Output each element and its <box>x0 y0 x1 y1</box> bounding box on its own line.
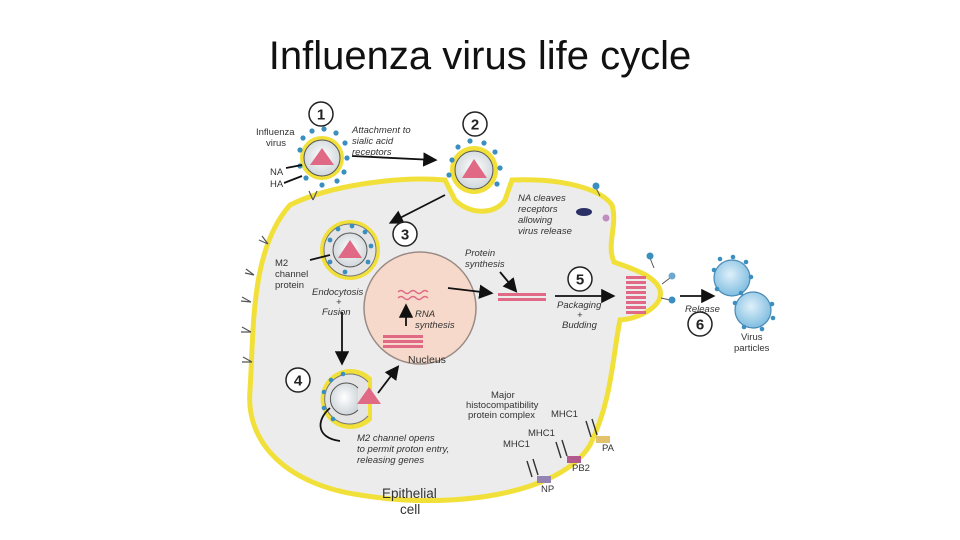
mhc1-label-a: MHC1 <box>551 409 578 420</box>
attachment-label-1: Attachment to <box>351 125 411 136</box>
mhc-title-label-3: protein complex <box>468 410 535 421</box>
step-badge-5 <box>567 266 593 292</box>
packaging-label-2: + <box>577 310 583 321</box>
step-number-3: 3 <box>401 227 409 244</box>
mhc-peptides <box>537 436 610 483</box>
na-label: NA <box>270 167 284 178</box>
uncoating-virus-4 <box>320 369 381 430</box>
influenza-virus-1 <box>297 126 350 188</box>
pb2-label: PB2 <box>572 463 590 474</box>
mhc1-label-c: MHC1 <box>503 439 530 450</box>
endocytosis-label-1: Endocytosis <box>312 287 363 298</box>
na-cleaves-label-1: NA cleaves <box>518 193 566 204</box>
np-label: NP <box>541 484 554 495</box>
m2-channel-label-3: protein <box>275 280 304 291</box>
rna-strands-nucleus <box>397 289 429 301</box>
pa-label: PA <box>602 443 615 454</box>
m2-channel-label-2: channel <box>275 269 308 280</box>
virus-particles-label-1: Virus <box>741 332 763 343</box>
neuraminidase-marker <box>576 208 592 216</box>
rna-synthesis-label-1: RNA <box>415 309 435 320</box>
m2-channel-label-1: M2 <box>275 258 288 269</box>
sialic-acid-receptors <box>240 190 318 363</box>
packaging-label-3: Budding <box>562 320 598 331</box>
cycle-arrows <box>283 152 716 442</box>
step-badges: 1 2 3 4 5 6 <box>285 101 713 393</box>
budding-glycoproteins <box>576 182 676 304</box>
step-badge-1 <box>308 101 334 127</box>
step-number-6: 6 <box>696 317 704 334</box>
slide-title: Influenza virus life cycle <box>268 34 692 78</box>
step-badge-2 <box>462 111 488 137</box>
virus-particles-label-2: particles <box>734 343 770 354</box>
m2-opens-label-1: M2 channel opens <box>357 433 435 444</box>
influenza-virus-label-2: virus <box>266 138 286 149</box>
mhc1-label-b: MHC1 <box>528 428 555 439</box>
m2-opens-label-3: releasing genes <box>357 455 424 466</box>
endosome-virus-3 <box>320 220 380 280</box>
packaging-label-1: Packaging <box>557 300 602 311</box>
packaging-bundle <box>626 276 646 314</box>
epithelial-cell-label-1: Epithelial <box>382 486 437 501</box>
release-label: Release <box>685 304 720 315</box>
na-cleaves-label-3: allowing <box>518 215 553 226</box>
protein-synthesis-label-2: synthesis <box>465 259 505 270</box>
step-number-2: 2 <box>471 117 479 134</box>
step-badge-6 <box>687 311 713 337</box>
released-virus-particles <box>711 254 776 332</box>
mhc-title-label-2: histocompatibility <box>466 400 539 411</box>
na-cleaves-label-4: virus release <box>518 226 572 237</box>
step-badge-4 <box>285 367 311 393</box>
na-cleaves-label-2: receptors <box>518 204 558 215</box>
mhc-complexes <box>526 418 598 478</box>
step-number-5: 5 <box>576 272 584 289</box>
step-number-4: 4 <box>294 373 303 390</box>
mhc-title-label-1: Major <box>491 390 515 401</box>
endocytosis-label-3: Fusion <box>322 307 351 318</box>
rna-synthesis-label-2: synthesis <box>415 320 455 331</box>
protein-synthesis-label-1: Protein <box>465 248 495 259</box>
m2-opens-label-2: to permit proton entry, <box>357 444 449 455</box>
ha-label: HA <box>270 179 284 190</box>
step-number-1: 1 <box>317 107 325 124</box>
influenza-virus-2 <box>446 138 503 194</box>
rna-bundle-nucleus <box>383 335 423 348</box>
attachment-label-2: sialic acid <box>352 136 394 147</box>
rna-protein-synthesis <box>498 293 546 301</box>
nucleus-label: Nucleus <box>408 354 446 366</box>
epithelial-cell-label-2: cell <box>400 502 420 517</box>
endocytosis-label-2: + <box>336 297 342 308</box>
step-badge-3 <box>392 221 418 247</box>
attachment-label-3: receptors <box>352 147 392 158</box>
influenza-virus-label-1: Influenza <box>256 127 295 138</box>
